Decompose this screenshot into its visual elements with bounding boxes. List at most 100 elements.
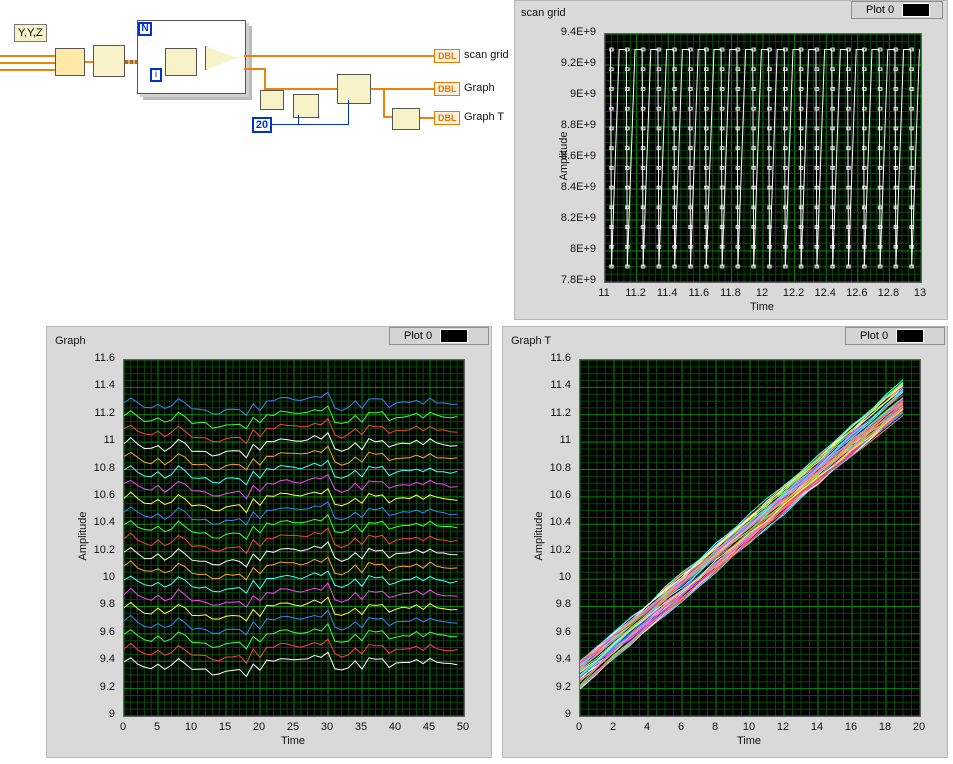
chart-title: Graph T bbox=[511, 335, 552, 347]
data-point bbox=[799, 126, 804, 131]
constant-twenty[interactable]: 20 bbox=[252, 117, 272, 133]
data-point bbox=[862, 205, 867, 210]
y-tick-label: 10.2 bbox=[549, 543, 571, 556]
y-tick-label: 10.6 bbox=[549, 488, 571, 501]
loop-count-terminal[interactable]: N bbox=[138, 22, 152, 36]
dbl-tag: DBL bbox=[438, 84, 457, 94]
data-point bbox=[657, 67, 662, 72]
series-line bbox=[124, 596, 458, 622]
data-point bbox=[862, 87, 867, 91]
data-point bbox=[625, 146, 630, 150]
data-point bbox=[878, 126, 883, 131]
data-point bbox=[831, 205, 835, 210]
data-point bbox=[752, 166, 756, 170]
series-line bbox=[124, 431, 458, 459]
x-tick-label: 10 bbox=[184, 721, 198, 733]
x-tick-label: 4 bbox=[643, 721, 651, 733]
graph-indicator[interactable]: DBL bbox=[434, 82, 460, 96]
plot-legend[interactable]: Plot 0 bbox=[845, 327, 945, 345]
data-point bbox=[768, 47, 772, 52]
data-point bbox=[704, 146, 709, 150]
plot-area[interactable] bbox=[604, 33, 922, 283]
x-tick-label: 13 bbox=[913, 287, 927, 299]
x-tick-label: 16 bbox=[844, 721, 858, 733]
data-point bbox=[831, 87, 835, 91]
data-point bbox=[704, 244, 709, 249]
data-point bbox=[910, 146, 914, 150]
plot-area[interactable] bbox=[123, 359, 465, 717]
data-point bbox=[610, 205, 614, 210]
transpose-array-node[interactable] bbox=[392, 108, 420, 130]
data-point bbox=[862, 47, 867, 52]
data-point bbox=[752, 185, 756, 190]
graph-t-indicator[interactable]: DBL bbox=[434, 111, 460, 125]
data-point bbox=[910, 244, 914, 249]
data-point bbox=[657, 244, 662, 249]
y-tick-label: 9.6 bbox=[555, 625, 571, 638]
y-tick-label: 10.8 bbox=[93, 461, 115, 474]
data-point bbox=[878, 205, 883, 210]
y-tick-label: 9.4E+9 bbox=[560, 26, 596, 38]
series-line bbox=[580, 403, 904, 687]
data-point bbox=[673, 87, 677, 91]
y-tick-label: 9.4 bbox=[99, 653, 115, 666]
series-line bbox=[124, 459, 458, 486]
series-line bbox=[124, 570, 458, 595]
data-point bbox=[736, 126, 741, 131]
data-point bbox=[815, 87, 820, 91]
build-array-node[interactable] bbox=[93, 45, 125, 77]
data-point bbox=[831, 47, 835, 52]
data-point bbox=[689, 166, 693, 170]
data-point bbox=[783, 264, 788, 269]
data-point bbox=[831, 67, 835, 72]
x-tick-label: 11.6 bbox=[688, 287, 710, 299]
y-axis-label: Amplitude bbox=[77, 511, 89, 561]
data-point bbox=[894, 87, 899, 91]
reshape-array-node[interactable] bbox=[260, 90, 284, 110]
data-point bbox=[752, 146, 756, 150]
data-point bbox=[878, 106, 883, 111]
data-point bbox=[815, 205, 820, 210]
y-tick-label: 11.2 bbox=[94, 406, 115, 419]
data-point bbox=[878, 225, 883, 229]
data-point bbox=[831, 244, 835, 249]
legend-label: Plot 0 bbox=[404, 330, 433, 342]
xyz-control[interactable]: Y,Y,Z bbox=[14, 24, 47, 42]
data-point bbox=[862, 225, 867, 229]
series-line bbox=[124, 487, 458, 514]
y-tick-label: 9 bbox=[108, 708, 115, 720]
data-point bbox=[657, 126, 662, 131]
series-line bbox=[610, 49, 920, 267]
array-subset-node[interactable] bbox=[337, 74, 371, 104]
dbl-tag: DBL bbox=[438, 51, 457, 61]
scan-grid-indicator[interactable]: DBL bbox=[434, 49, 460, 63]
iteration-terminal[interactable]: i bbox=[150, 68, 162, 82]
data-point bbox=[704, 166, 709, 170]
series-line bbox=[124, 541, 458, 568]
x-tick-label: 11.8 bbox=[720, 287, 741, 299]
x-tick-label: 5 bbox=[153, 721, 161, 733]
data-point bbox=[878, 185, 883, 190]
data-point bbox=[720, 225, 725, 229]
plot-area[interactable] bbox=[579, 359, 921, 717]
data-point bbox=[736, 47, 741, 52]
plot-legend[interactable]: Plot 0 bbox=[389, 327, 489, 345]
y-tick-label: 9.4 bbox=[555, 653, 571, 666]
quotient-remainder-node[interactable] bbox=[293, 94, 319, 118]
bundle-node[interactable] bbox=[55, 48, 85, 76]
plot-legend[interactable]: Plot 0 bbox=[851, 1, 943, 19]
data-point bbox=[625, 126, 630, 131]
data-point bbox=[768, 185, 772, 190]
series-line bbox=[124, 473, 458, 500]
series-line bbox=[124, 501, 458, 526]
y-tick-label: 11 bbox=[559, 434, 571, 447]
data-point bbox=[768, 264, 772, 269]
series-line bbox=[580, 399, 904, 664]
data-point bbox=[910, 225, 914, 229]
data-point bbox=[673, 264, 677, 269]
index-array-node[interactable] bbox=[165, 48, 197, 76]
data-point bbox=[894, 67, 899, 72]
x-tick-label: 35 bbox=[354, 721, 368, 733]
x-tick-label: 6 bbox=[677, 721, 685, 733]
